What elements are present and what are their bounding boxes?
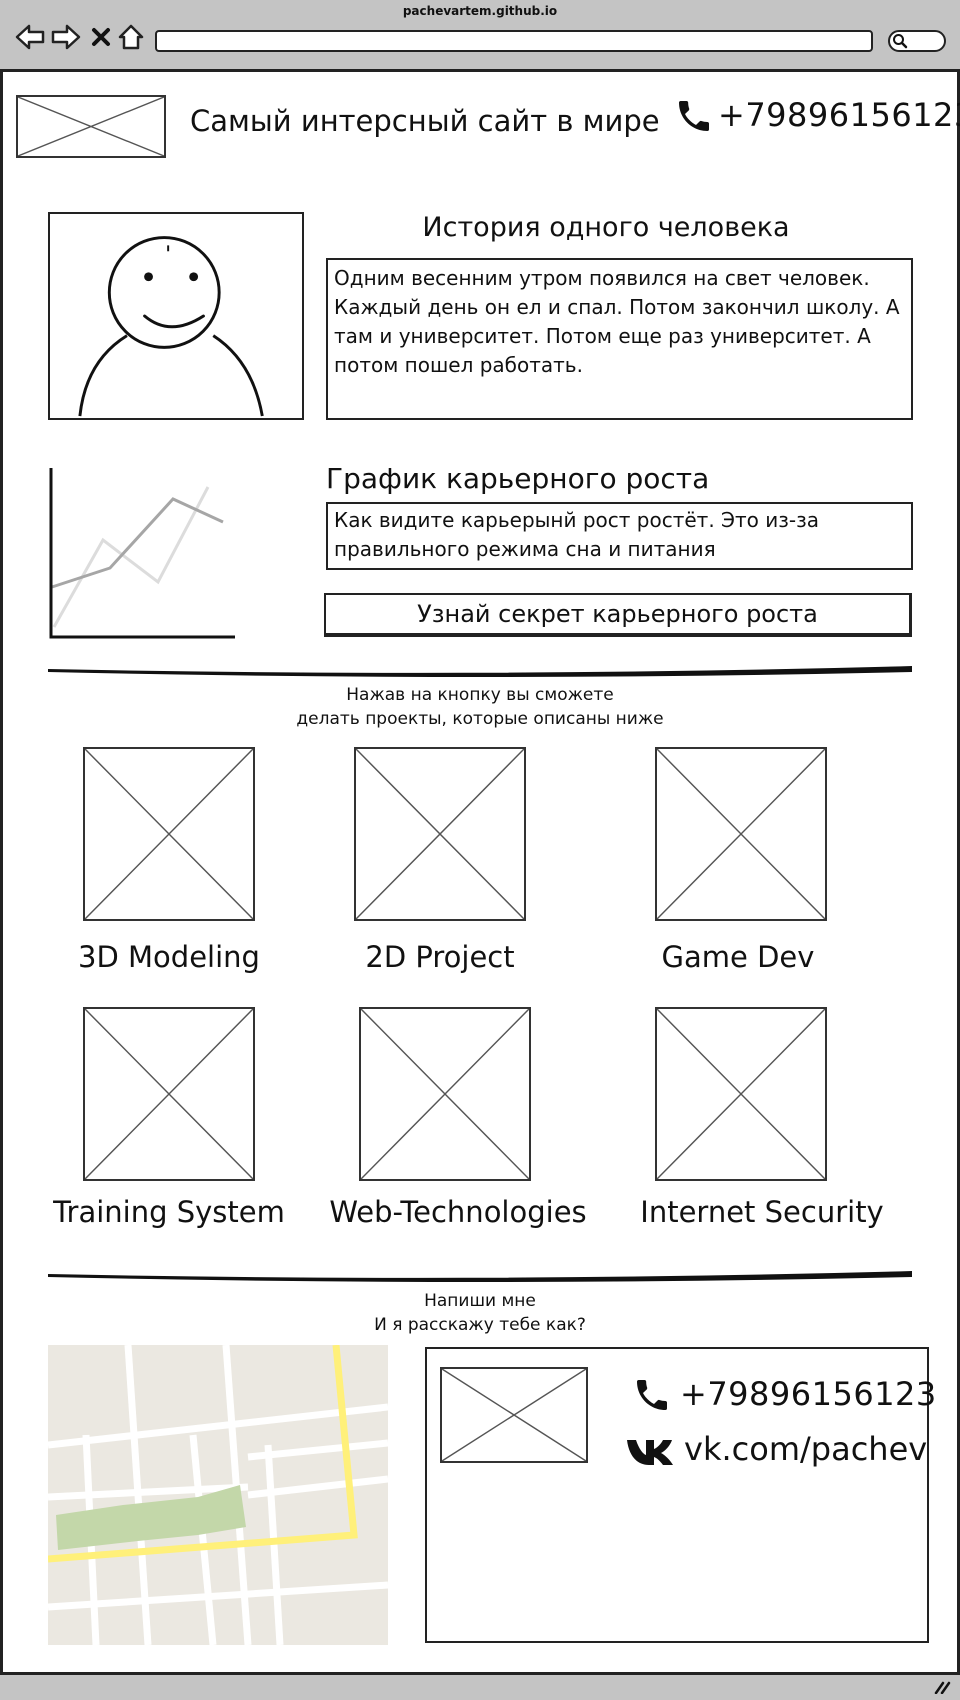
contact-image [440,1367,588,1463]
browser-search-box[interactable] [888,30,946,52]
career-secret-button[interactable]: Узнай секрет карьерного роста [324,593,912,637]
back-arrow-icon[interactable] [14,22,46,52]
project-label-internet-security[interactable]: Internet Security [640,1195,884,1229]
project-image [655,747,827,921]
image-placeholder-icon [18,97,164,156]
project-label-2d-project[interactable]: 2D Project [365,940,515,974]
browser-url-title: pachevartem.github.io [402,4,558,18]
avatar [48,212,304,420]
map-graphic [48,1345,388,1645]
story-title: История одного человека [422,212,790,243]
home-icon[interactable] [117,22,145,52]
address-bar[interactable] [155,30,873,52]
user-avatar-icon [78,236,264,417]
resize-grip-icon[interactable] [934,1680,952,1694]
phone-icon [679,101,709,131]
project-label-training-system[interactable]: Training System [53,1195,285,1229]
contact-note-line1: Напиши мне [424,1291,536,1311]
phone-icon [637,1380,667,1410]
contact-note-line2: И я расскажу тебе как? [374,1315,586,1335]
image-placeholder-icon [85,1009,253,1179]
project-image [83,1007,255,1181]
section-divider [48,1271,912,1282]
vk-link[interactable]: vk.com/pachev [684,1430,928,1468]
image-placeholder-icon [356,749,524,919]
window-frame-left [0,72,3,1672]
browser-status-bar [0,1672,960,1700]
story-text: Одним весенним утром появился на свет че… [326,258,913,420]
header-phone-number[interactable]: +79896156123 [718,96,960,134]
logo-placeholder [16,95,166,158]
project-label-3d-modeling[interactable]: 3D Modeling [78,940,260,974]
forward-arrow-icon[interactable] [50,22,82,52]
window-frame-right [957,72,960,1672]
image-placeholder-icon [442,1369,586,1461]
project-image [655,1007,827,1181]
contact-phone-number[interactable]: +79896156123 [680,1375,937,1413]
image-placeholder-icon [657,1009,825,1179]
close-icon[interactable] [90,22,112,52]
map[interactable] [48,1345,388,1645]
site-title: Самый интерсный сайт в мире [190,104,660,138]
section-divider [48,666,912,677]
project-image [354,747,526,921]
projects-note-line1: Нажав на кнопку вы сможете [346,685,614,705]
image-placeholder-icon [361,1009,529,1179]
career-chart-icon [49,468,235,639]
project-image [83,747,255,921]
project-label-web-technologies[interactable]: Web-Technologies [329,1195,587,1229]
career-title: График карьерного роста [326,462,710,495]
project-image [359,1007,531,1181]
vk-icon [627,1440,673,1465]
image-placeholder-icon [85,749,253,919]
project-label-game-dev[interactable]: Game Dev [661,940,815,974]
search-icon [893,34,908,49]
career-text: Как видите карьерынй рост ростёт. Это из… [326,502,913,570]
projects-note-line2: делать проекты, которые описаны ниже [296,709,664,729]
contact-card [425,1347,929,1643]
image-placeholder-icon [657,749,825,919]
